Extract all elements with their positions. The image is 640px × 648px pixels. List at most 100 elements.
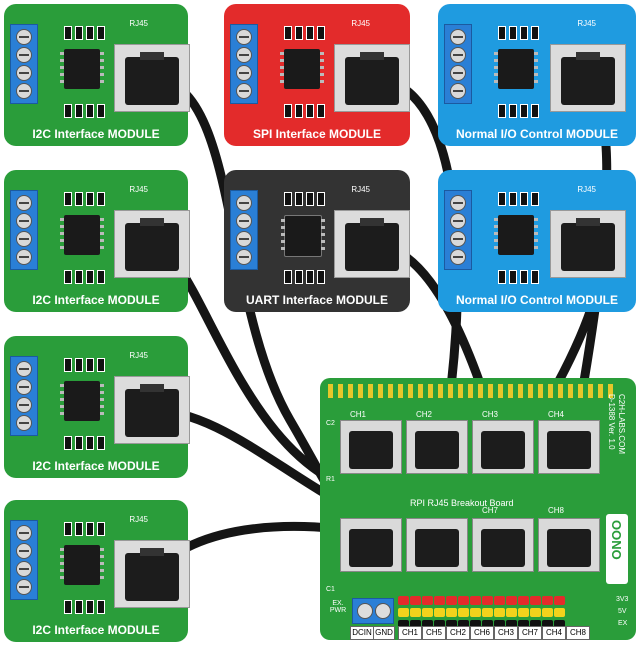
pin-label: CH5 xyxy=(422,626,446,640)
smd-components xyxy=(64,270,105,284)
rail-label-ex: EX xyxy=(618,620,628,627)
screw-terminal xyxy=(10,356,38,436)
pin-label: CH4 xyxy=(542,626,566,640)
module-title: I2C Interface MODULE xyxy=(32,293,160,307)
channel-label-ch3: CH3 xyxy=(481,410,498,419)
module-title: I2C Interface MODULE xyxy=(32,623,160,637)
ic-chip xyxy=(494,215,538,255)
module-title: I2C Interface MODULE xyxy=(32,459,160,473)
ex-pwr-label: EX. PWR xyxy=(329,600,347,614)
module-spi: RJ45 SPI Interface MODULE xyxy=(224,4,410,146)
smd-components xyxy=(64,104,105,118)
smd-components xyxy=(64,522,105,536)
c1-label: C1 xyxy=(326,586,335,593)
ic-chip xyxy=(494,49,538,89)
smd-components xyxy=(284,270,325,284)
rj45-jack[interactable] xyxy=(114,210,190,278)
module-normal-io-2: RJ45 Normal I/O Control MODULE xyxy=(438,170,636,312)
ic-chip xyxy=(60,545,104,585)
module-i2c-2: RJ45 I2C Interface MODULE xyxy=(4,170,190,312)
channel-jack-ch2[interactable] xyxy=(406,420,468,474)
terminal-label-dcin: DCIN xyxy=(350,626,374,640)
rj45-breakout-board: CH1 CH2 CH3 CH4 C2 R1 C1 RPI RJ45 Breako… xyxy=(320,378,636,640)
logo-text: OONO xyxy=(609,520,624,560)
rj45-jack[interactable] xyxy=(114,44,190,112)
channel-label-ch8: CH8 xyxy=(547,506,564,515)
pin-label: CH8 xyxy=(566,626,590,640)
c2-label: C2 xyxy=(326,420,335,427)
rj45-label: RJ45 xyxy=(577,185,596,194)
rj45-label: RJ45 xyxy=(351,19,370,28)
gpio-header xyxy=(328,384,618,398)
channel-label-ch2: CH2 xyxy=(415,410,432,419)
screw-icon xyxy=(375,603,391,619)
ic-chip xyxy=(60,381,104,421)
ic-chip xyxy=(60,49,104,89)
smd-components xyxy=(284,192,325,206)
pin-label: CH2 xyxy=(446,626,470,640)
terminal-label-gnd: GND xyxy=(373,626,395,640)
module-i2c-4: RJ45 I2C Interface MODULE xyxy=(4,500,190,642)
channel-label-ch1: CH1 xyxy=(349,410,366,419)
pin-label: CH1 xyxy=(398,626,422,640)
pin-row-3v3 xyxy=(398,596,565,605)
smd-components xyxy=(64,436,105,450)
channel-jack-ch3[interactable] xyxy=(472,420,534,474)
module-i2c-1: RJ45 I2C Interface MODULE xyxy=(4,4,190,146)
rj45-label: RJ45 xyxy=(351,185,370,194)
ic-chip xyxy=(280,49,324,89)
screw-terminal xyxy=(230,24,258,104)
rj45-jack[interactable] xyxy=(550,44,626,112)
smd-components xyxy=(498,192,539,206)
model-label: D-1388 Ver. 1.0 xyxy=(607,394,616,450)
rail-label-5v: 5V xyxy=(618,608,627,615)
module-i2c-3: RJ45 I2C Interface MODULE xyxy=(4,336,190,478)
pin-label: CH7 xyxy=(518,626,542,640)
rj45-jack[interactable] xyxy=(550,210,626,278)
power-terminal[interactable] xyxy=(352,598,394,624)
channel-jack-ch8[interactable] xyxy=(538,518,600,572)
channel-jack-ch4[interactable] xyxy=(538,420,600,474)
module-normal-io-1: RJ45 Normal I/O Control MODULE xyxy=(438,4,636,146)
screw-terminal xyxy=(444,24,472,104)
ic-chip xyxy=(281,215,325,257)
rj45-jack[interactable] xyxy=(334,44,410,112)
smd-components xyxy=(64,358,105,372)
channel-jack-ch1[interactable] xyxy=(340,420,402,474)
rj45-jack[interactable] xyxy=(114,540,190,608)
smd-components xyxy=(498,26,539,40)
rj45-label: RJ45 xyxy=(129,515,148,524)
smd-components xyxy=(64,600,105,614)
pin-label: CH6 xyxy=(470,626,494,640)
module-title: SPI Interface MODULE xyxy=(252,127,382,141)
smd-components xyxy=(498,104,539,118)
rail-label-3v3: 3V3 xyxy=(616,596,629,603)
screw-terminal xyxy=(10,190,38,270)
rj45-label: RJ45 xyxy=(577,19,596,28)
smd-components xyxy=(284,26,325,40)
channel-jack-ch7[interactable] xyxy=(472,518,534,572)
module-uart: RJ45 UART Interface MODULE xyxy=(224,170,410,312)
brand-label: C2H-LABS.COM xyxy=(617,394,626,455)
module-title: Normal I/O Control MODULE xyxy=(456,293,618,307)
smd-components xyxy=(64,26,105,40)
smd-components xyxy=(284,104,325,118)
screw-icon xyxy=(357,603,373,619)
rj45-label: RJ45 xyxy=(129,185,148,194)
rj45-label: RJ45 xyxy=(129,351,148,360)
rj45-jack[interactable] xyxy=(334,210,410,278)
board-title: RPI RJ45 Breakout Board xyxy=(410,498,514,508)
module-title: Normal I/O Control MODULE xyxy=(456,127,618,141)
channel-jack-ch6[interactable] xyxy=(406,518,468,572)
screw-terminal xyxy=(10,520,38,600)
smd-components xyxy=(64,192,105,206)
r1-label: R1 xyxy=(326,476,335,483)
rj45-jack[interactable] xyxy=(114,376,190,444)
channel-jack-ch5[interactable] xyxy=(340,518,402,572)
channel-label-ch7: CH7 xyxy=(481,506,498,515)
ic-chip xyxy=(60,215,104,255)
oono-logo: OONO xyxy=(606,514,628,584)
screw-terminal xyxy=(10,24,38,104)
smd-components xyxy=(498,270,539,284)
module-title: I2C Interface MODULE xyxy=(32,127,160,141)
